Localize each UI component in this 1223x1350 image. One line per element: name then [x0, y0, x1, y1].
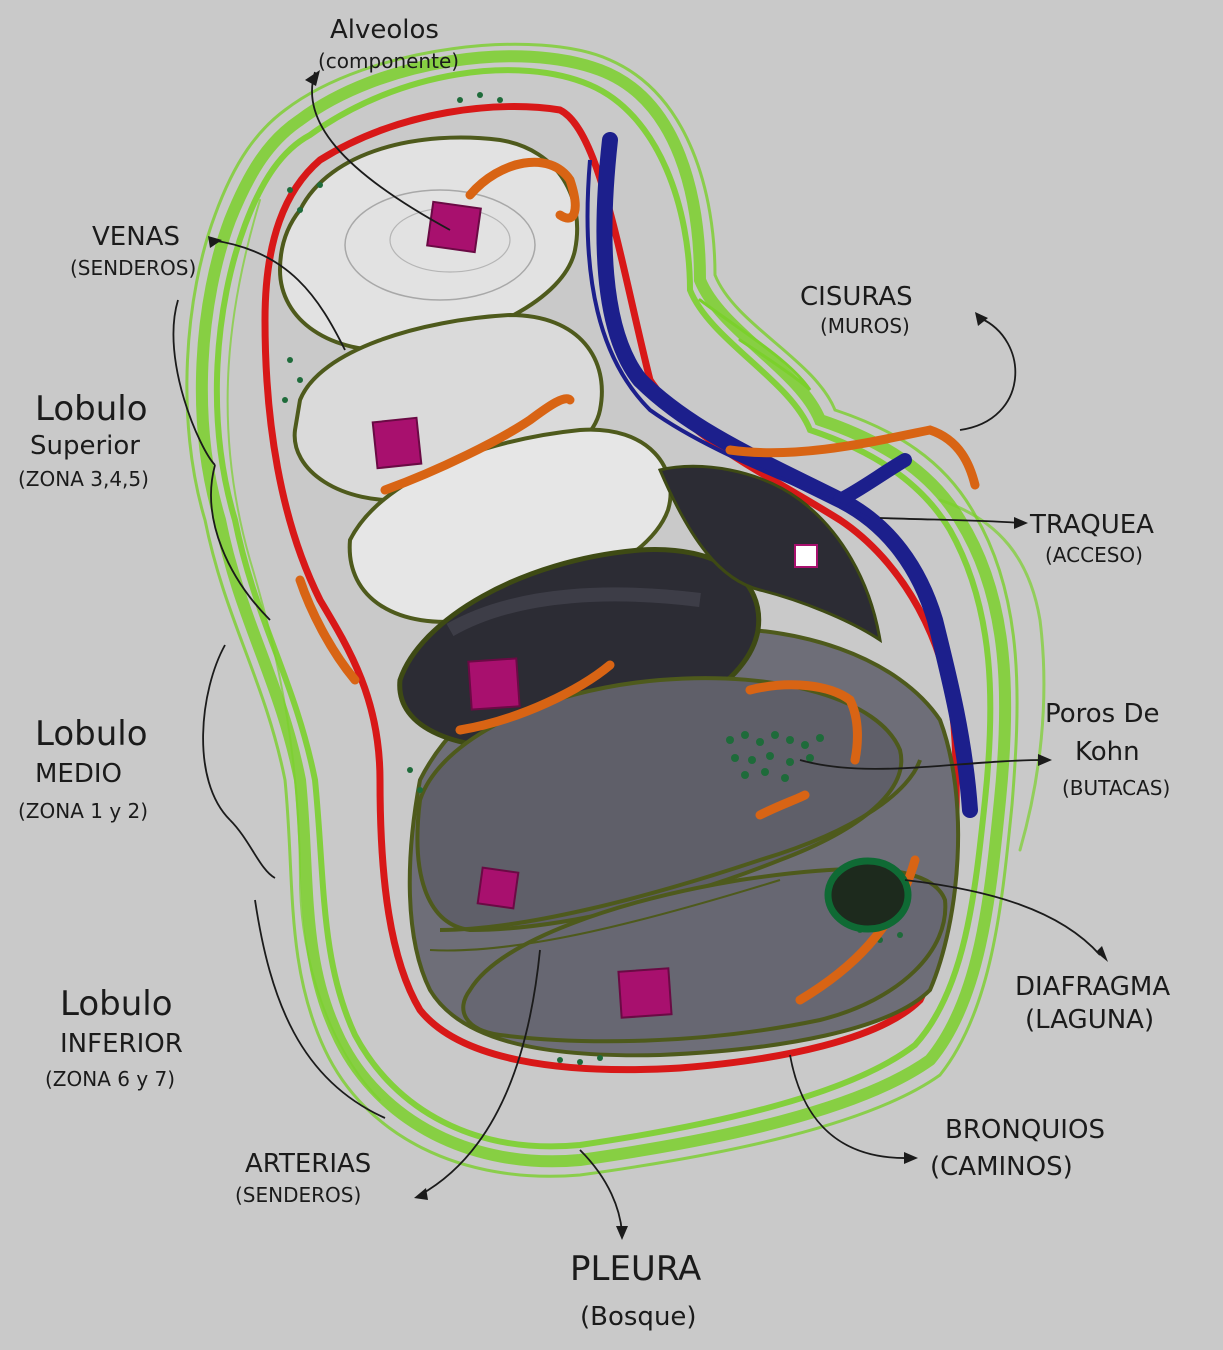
label-cisuras: CISURAS (MUROS) [800, 282, 913, 338]
cisuras-title: CISURAS [800, 282, 913, 312]
bronquios-title: BRONQUIOS [945, 1115, 1105, 1145]
label-pleura: PLEURA (Bosque) [570, 1249, 701, 1332]
label-bronquios: BRONQUIOS (CAMINOS) [930, 1115, 1105, 1182]
arterias-sub: (SENDEROS) [235, 1183, 361, 1207]
poros-title: Poros De [1045, 699, 1160, 729]
cisuras-sub: (MUROS) [820, 314, 910, 338]
label-lobulo-inferior: Lobulo INFERIOR (ZONA 6 y 7) [45, 984, 183, 1091]
traquea-title: TRAQUEA [1029, 510, 1154, 540]
bronquios-sub: (CAMINOS) [930, 1152, 1073, 1182]
alveolos-sub: (componente) [318, 49, 459, 73]
label-diafragma: DIAFRAGMA (LAGUNA) [1015, 972, 1170, 1035]
lobulo-superior-title: Lobulo [35, 389, 148, 429]
venas-sub: (SENDEROS) [70, 256, 196, 280]
label-venas: VENAS (SENDEROS) [70, 222, 196, 280]
lobulo-medio-line2: MEDIO [35, 759, 122, 789]
poros-sub: (BUTACAS) [1062, 776, 1170, 800]
diafragma-sub: (LAGUNA) [1025, 1005, 1154, 1035]
diafragma-title: DIAFRAGMA [1015, 972, 1170, 1002]
traquea-sub: (ACCESO) [1045, 543, 1143, 567]
lobulo-inferior-line2: INFERIOR [60, 1029, 183, 1059]
label-poros-de-kohn: Poros De Kohn (BUTACAS) [1045, 699, 1170, 800]
poros-line2: Kohn [1075, 737, 1140, 767]
lobulo-medio-title: Lobulo [35, 714, 148, 754]
lobulo-superior-line2: Superior [30, 431, 140, 461]
pleura-title: PLEURA [570, 1249, 701, 1289]
lobulo-medio-sub: (ZONA 1 y 2) [18, 799, 148, 823]
lobulo-inferior-title: Lobulo [60, 984, 173, 1024]
label-arterias: ARTERIAS (SENDEROS) [235, 1149, 371, 1207]
venas-title: VENAS [92, 222, 180, 252]
label-lobulo-medio: Lobulo MEDIO (ZONA 1 y 2) [18, 714, 148, 823]
label-alveolos: Alveolos (componente) [318, 15, 459, 73]
pleura-sub: (Bosque) [580, 1302, 697, 1332]
label-traquea: TRAQUEA (ACCESO) [1029, 510, 1154, 567]
arterias-title: ARTERIAS [245, 1149, 371, 1179]
alveolos-title: Alveolos [330, 15, 439, 45]
vein-branch [840, 460, 905, 500]
lobulo-superior-sub: (ZONA 3,4,5) [18, 467, 149, 491]
diaphragm-lagoon [828, 861, 908, 929]
lobulo-inferior-sub: (ZONA 6 y 7) [45, 1067, 175, 1091]
label-lobulo-superior: Lobulo Superior (ZONA 3,4,5) [18, 389, 149, 491]
